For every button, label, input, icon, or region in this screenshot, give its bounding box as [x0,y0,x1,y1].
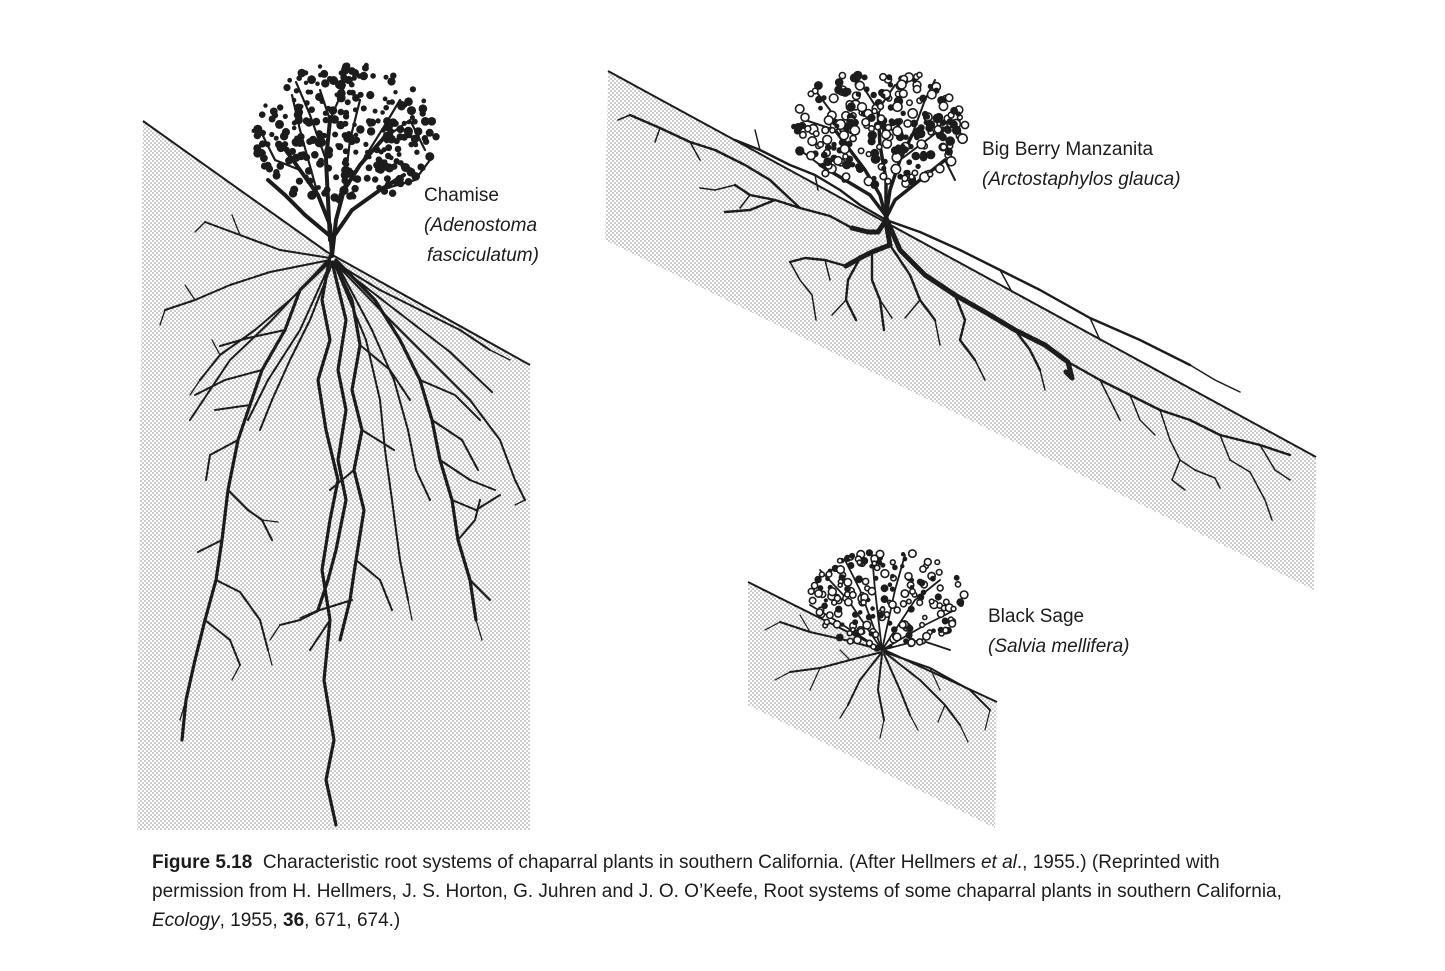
manzanita-label: Big Berry Manzanita (Arctostaphylos glau… [982,135,1181,195]
caption-line-1: Figure 5.18 Characteristic root systems … [152,848,1417,877]
figure-caption: Figure 5.18 Characteristic root systems … [152,848,1417,935]
caption-journal: Ecology [152,910,220,931]
figure-number: Figure 5.18 [152,852,252,873]
chamise-label: Chamise (Adenostoma fasciculatum) [424,181,539,271]
manzanita-scientific-name: (Arctostaphylos glauca) [982,165,1181,195]
black-sage-soil [748,582,997,828]
black-sage-illustration [748,549,997,828]
manzanita-foliage [791,71,969,189]
caption-text: Characteristic root systems of chaparral… [263,852,981,873]
caption-pages: , 671, 674.) [304,910,400,931]
chamise-common-name: Chamise [424,181,539,211]
chamise-scientific-name-line2: fasciculatum) [424,241,539,271]
caption-line1-end: ., 1955.) (Reprinted with [1017,852,1220,873]
chamise-foliage [252,63,440,204]
black-sage-common-name: Black Sage [988,602,1129,632]
caption-year: , 1955, [220,910,283,931]
caption-volume: 36 [283,910,304,931]
caption-line-2: permission from H. Hellmers, J. S. Horto… [152,877,1417,906]
caption-line-3: Ecology, 1955, 36, 671, 674.) [152,906,1417,935]
chamise-illustration [137,63,530,831]
chamise-scientific-name-line1: (Adenostoma [424,211,539,241]
caption-et-al: et al [981,852,1017,873]
manzanita-illustration [605,71,1316,590]
black-sage-scientific-name: (Salvia mellifera) [988,632,1129,662]
black-sage-label: Black Sage (Salvia mellifera) [988,602,1129,662]
manzanita-common-name: Big Berry Manzanita [982,135,1181,165]
